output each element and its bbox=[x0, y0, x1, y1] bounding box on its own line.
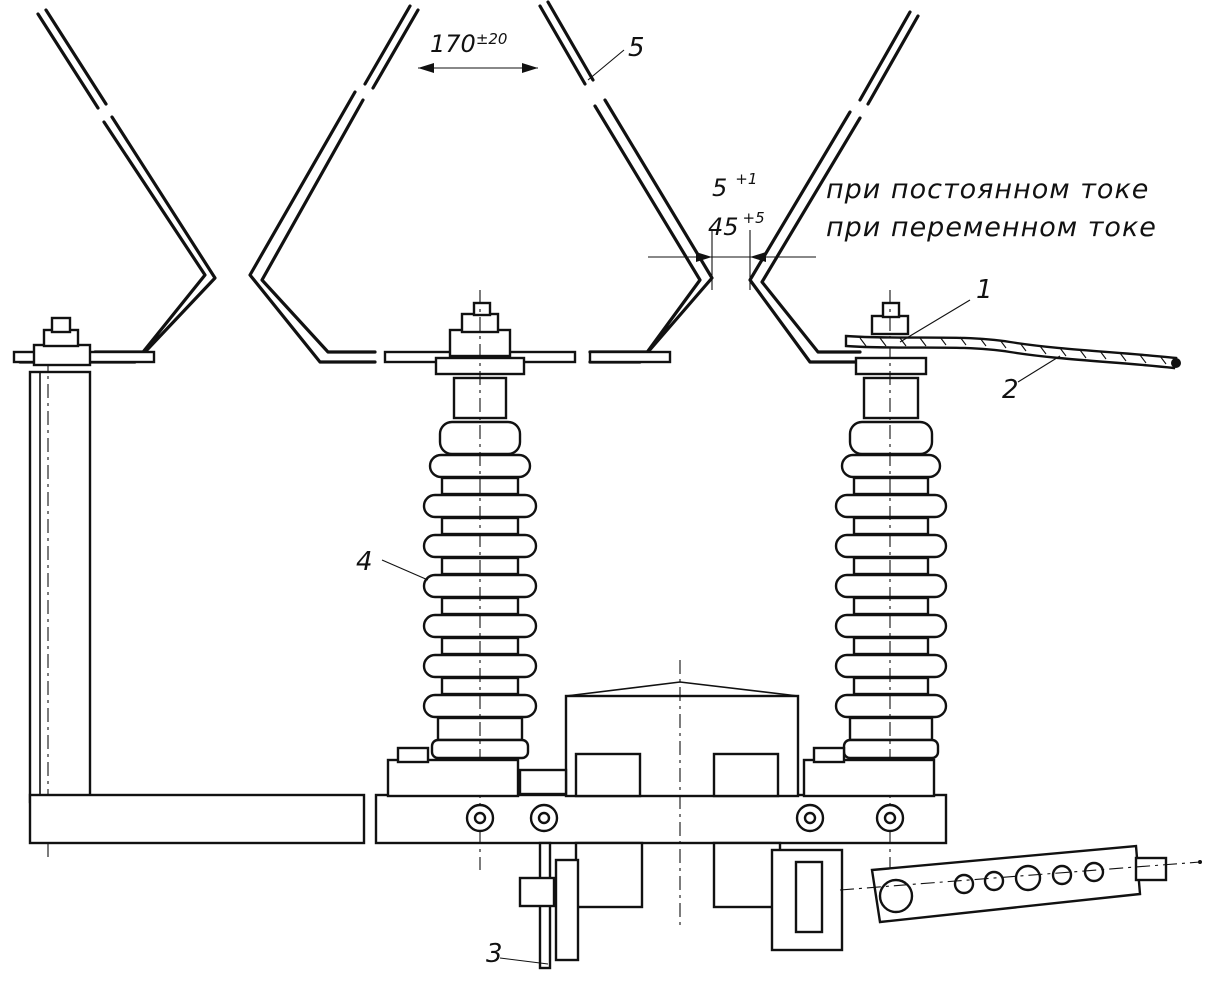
operating-rod bbox=[839, 844, 1202, 924]
callout-3: 3 bbox=[486, 939, 549, 969]
dimension-gap: 5+1 45+5 bbox=[648, 170, 816, 290]
base-frame-left bbox=[28, 793, 366, 845]
callout-1: 1 bbox=[899, 275, 993, 343]
lower-mechanism bbox=[518, 841, 844, 970]
callout-5: 5 bbox=[587, 33, 645, 81]
callout-3-number: 3 bbox=[486, 939, 503, 969]
left-support-pole bbox=[28, 316, 92, 860]
note-dc: при постоянном токе bbox=[826, 174, 1149, 205]
insulator-right bbox=[795, 290, 948, 870]
dimension-170-value: 170±20 bbox=[430, 30, 507, 58]
note-ac: при переменном токе bbox=[826, 212, 1157, 243]
dimension-170: 170±20 bbox=[418, 30, 538, 73]
blade-segment bbox=[588, 350, 672, 364]
gap-ac-value: 45+5 bbox=[708, 209, 765, 241]
arc-horn-center-right bbox=[538, 0, 714, 364]
arc-horn-right bbox=[748, 10, 920, 364]
flexible-connector bbox=[844, 334, 1181, 370]
drive-housing bbox=[518, 660, 800, 925]
insulator-center bbox=[386, 290, 538, 870]
arc-horn-center-left bbox=[248, 4, 420, 364]
base-frame-main bbox=[374, 793, 948, 845]
gap-dc-value: 5+1 bbox=[712, 170, 757, 202]
arc-horn-left bbox=[18, 8, 217, 364]
callout-2-number: 2 bbox=[1002, 375, 1019, 405]
callout-4-number: 4 bbox=[356, 547, 373, 577]
callout-4: 4 bbox=[356, 547, 429, 581]
callout-2: 2 bbox=[1002, 355, 1061, 405]
callout-1-number: 1 bbox=[976, 275, 993, 305]
callout-5-number: 5 bbox=[628, 33, 645, 63]
